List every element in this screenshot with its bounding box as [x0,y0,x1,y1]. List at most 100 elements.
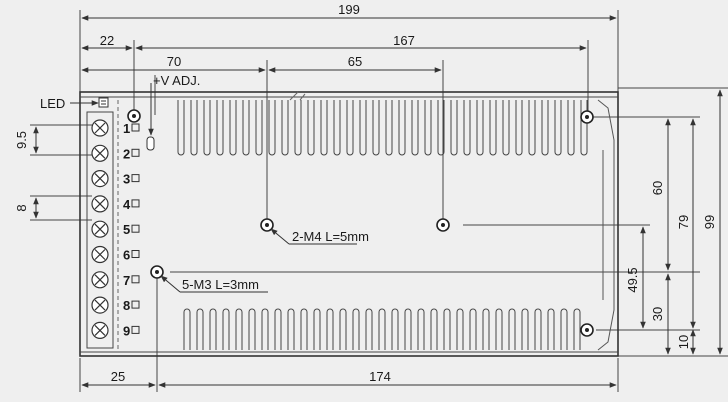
fin [216,100,224,156]
fin [294,100,302,156]
terminal-cross [94,198,106,210]
fin [268,100,276,156]
fin [242,100,250,156]
led-indicator [70,97,109,108]
terminal-8: 8 [91,296,140,314]
fin [346,100,354,156]
fin [248,308,256,350]
fin [443,308,451,350]
label-v-adj: +V ADJ. [153,73,200,88]
terminal-7: 7 [91,271,140,289]
terminal-cross [94,173,106,185]
dim-79: 79 [676,215,691,229]
terminal-number: 1 [123,121,130,136]
dimension-lines [33,15,723,388]
terminal-4: 4 [91,195,140,213]
terminal-number: 4 [123,197,131,212]
fin [437,100,445,156]
fin [183,308,191,350]
fin [534,308,542,350]
fin [456,308,464,350]
terminal-cross [94,324,106,336]
hole-top-left [127,109,141,123]
mounting-holes [127,109,594,337]
label-m4-holes: 2-M4 L=5mm [292,229,369,244]
fin [235,308,243,350]
label-m3-holes: 5-M3 L=3mm [182,277,259,292]
dim-10: 10 [676,335,691,349]
dim-65: 65 [348,54,362,69]
fin [326,308,334,350]
fin [411,100,419,156]
dim-99: 99 [702,215,717,229]
unit-body [79,91,619,357]
hole-bottom-right [580,323,594,337]
fin [547,308,555,350]
terminal-number: 5 [123,222,130,237]
fin [378,308,386,350]
fin [430,308,438,350]
fin [177,100,185,156]
terminal-3: 3 [91,170,140,188]
hole-m4-right [436,218,450,232]
terminal-cross [94,122,106,134]
extension-lines [30,10,728,392]
fin [313,308,321,350]
terminal-number: 8 [123,298,130,313]
fin [489,100,497,156]
fin [502,100,510,156]
fin [541,100,549,156]
dim-30: 30 [650,307,665,321]
fin [573,308,581,350]
terminal-cross [94,274,106,286]
fin [203,100,211,156]
fin [560,308,568,350]
terminal-number: 9 [123,323,130,338]
fin [463,100,471,156]
terminal-square [131,300,140,309]
fin [450,100,458,156]
label-led: LED [40,96,65,111]
terminal-cross [94,147,106,159]
fin [398,100,406,156]
dim-167: 167 [393,33,415,48]
fin [495,308,503,350]
dim-70: 70 [167,54,181,69]
fin [521,308,529,350]
hole-m4-left [260,218,274,232]
fin [300,308,308,350]
fin [391,308,399,350]
leader-lines [160,228,357,293]
fin [469,308,477,350]
terminal-square [131,199,140,208]
terminal-cross [94,249,106,260]
fin [515,100,523,156]
terminal-cross [94,299,106,311]
fin [476,100,484,156]
terminal-square [131,224,140,233]
fin [528,100,536,156]
dim-25: 25 [111,369,125,384]
hole-m3-left [150,265,164,279]
fin [359,100,367,156]
terminal-2: 2 [91,144,140,162]
terminal-number: 2 [123,146,130,161]
terminal-square [131,148,140,157]
fin [508,308,516,350]
dim-49-5: 49.5 [625,267,640,292]
terminal-square [131,174,140,183]
fin [229,100,237,156]
dim-8: 8 [14,204,29,211]
fin [287,308,295,350]
fin [417,308,425,350]
fin [333,100,341,156]
terminal-cross [94,223,106,235]
fin [222,308,230,350]
terminal-9: 9 [91,321,140,339]
terminal-5: 5 [91,220,140,238]
heatsink-fins [177,100,588,350]
terminal-square [131,250,140,258]
